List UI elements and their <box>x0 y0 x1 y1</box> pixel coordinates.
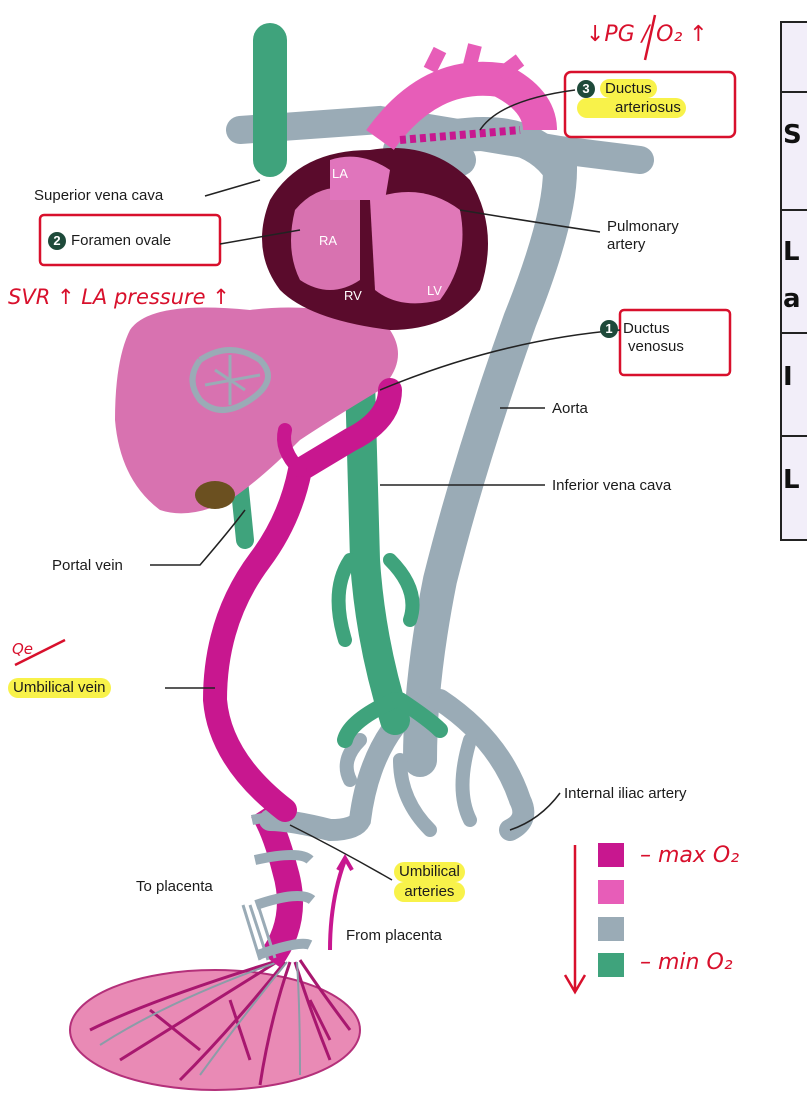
annotation-svr-la-pressure: SVR ↑ LA pressure ↑ <box>8 285 230 309</box>
legend-swatch-max <box>598 843 624 867</box>
label-aorta: Aorta <box>552 400 588 418</box>
annotation-pg-o2: ↓PG / O₂ ↑ <box>586 22 708 47</box>
table-fragment-text: S L a I L <box>781 22 807 540</box>
badge-1: 1 <box>600 320 618 338</box>
legend-swatch-min <box>598 953 624 977</box>
table-cell-1: S <box>781 120 807 150</box>
annotation-qe: Qe <box>12 640 33 658</box>
table-cell-2: L <box>781 237 807 267</box>
legend-swatch-mixed <box>598 880 624 904</box>
heart <box>262 45 540 330</box>
oxygen-legend <box>565 843 624 992</box>
table-cell-5: L <box>781 465 807 495</box>
badge-3: 3 <box>577 80 595 98</box>
label-ra: RA <box>319 232 337 250</box>
label-umbilical-vein: Umbilical vein <box>8 678 111 698</box>
label-la: LA <box>332 165 348 183</box>
label-portal-vein: Portal vein <box>52 557 123 575</box>
legend-swatch-grey <box>598 917 624 941</box>
label-internal-iliac-artery: Internal iliac artery <box>564 785 687 803</box>
annotation-min-o2: – min O₂ <box>640 950 733 975</box>
placenta <box>70 960 360 1090</box>
label-from-placenta: From placenta <box>346 927 442 945</box>
label-rv: RV <box>344 287 362 305</box>
label-to-placenta: To placenta <box>136 878 213 896</box>
table-cell-4: I <box>781 362 807 392</box>
label-inferior-vena-cava: Inferior vena cava <box>552 477 671 495</box>
label-superior-vena-cava: Superior vena cava <box>34 187 163 205</box>
badge-2: 2 <box>48 232 66 250</box>
label-lv: LV <box>427 282 442 300</box>
table-cell-3: a <box>781 284 807 314</box>
legend-arrow <box>565 845 585 992</box>
annotation-max-o2: – max O₂ <box>640 843 739 868</box>
